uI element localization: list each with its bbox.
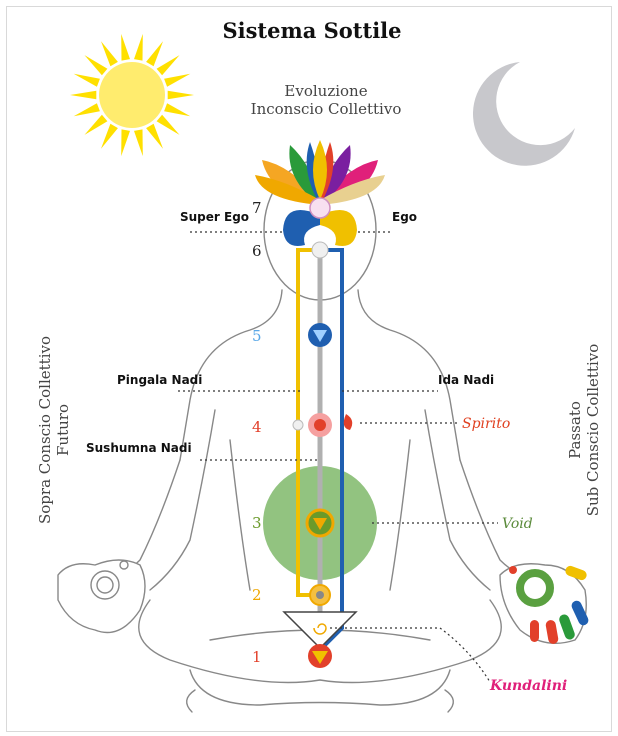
chakra-number-3: 3 bbox=[252, 514, 262, 532]
chakra-number-6: 6 bbox=[252, 242, 262, 260]
chakra-number-5: 5 bbox=[252, 327, 262, 345]
right-side-line2: Sub Conscio Collettivo bbox=[584, 344, 602, 517]
sun-ray bbox=[121, 129, 130, 156]
sun-ray bbox=[157, 115, 180, 135]
sahasrara-center bbox=[310, 198, 330, 218]
label-kundalini: Kundalini bbox=[489, 678, 567, 694]
page-title: Sistema Sottile bbox=[222, 18, 401, 43]
sun-ray bbox=[134, 34, 143, 61]
top-label-line1: Evoluzione bbox=[284, 82, 367, 100]
sun-ray bbox=[164, 103, 190, 116]
sun-ray bbox=[74, 103, 100, 116]
right-side-label: Passato Sub Conscio Collettivo bbox=[566, 344, 602, 517]
top-label-line2: Inconscio Collettivo bbox=[251, 100, 402, 118]
left-side-label: Sopra Conscio Collettivo Futuro bbox=[36, 336, 72, 524]
sun-ray bbox=[168, 91, 194, 100]
label-super-ego: Super Ego bbox=[180, 210, 249, 224]
right-side-line1: Passato bbox=[566, 401, 584, 459]
chakra-number-2: 2 bbox=[252, 586, 262, 604]
sun-ray bbox=[146, 41, 163, 66]
label-ida: Ida Nadi bbox=[438, 373, 494, 387]
sun-ray bbox=[157, 55, 180, 75]
chakra-swadishthan bbox=[310, 585, 330, 605]
left-side-line1: Sopra Conscio Collettivo bbox=[36, 336, 54, 524]
right-hand bbox=[500, 564, 590, 645]
sun-icon bbox=[70, 34, 194, 156]
chakra-anahat bbox=[308, 413, 332, 437]
left-hand bbox=[58, 560, 145, 633]
left-heart-point bbox=[293, 420, 303, 430]
sun-ray bbox=[85, 55, 108, 75]
sun-ray bbox=[101, 124, 118, 149]
label-ego: Ego bbox=[392, 210, 417, 224]
chakra-vishuddhi bbox=[308, 323, 332, 347]
sun-ray bbox=[85, 115, 108, 135]
sun-ray bbox=[164, 74, 190, 87]
chakra-nabhi bbox=[307, 510, 333, 536]
sun-ray bbox=[121, 34, 130, 61]
sun-ray bbox=[101, 41, 118, 66]
spirit-flame bbox=[344, 414, 353, 430]
sun-ray bbox=[134, 129, 143, 156]
left-side-line2: Futuro bbox=[54, 404, 72, 456]
label-spirito: Spirito bbox=[462, 416, 510, 432]
sun-ray bbox=[74, 74, 100, 87]
label-void: Void bbox=[502, 516, 533, 532]
sun-ray bbox=[146, 124, 163, 149]
chakra-number-4: 4 bbox=[252, 418, 262, 436]
sun-ray bbox=[70, 91, 96, 100]
moon-icon bbox=[473, 62, 575, 166]
label-pingala: Pingala Nadi bbox=[117, 373, 202, 387]
agnya-chakra bbox=[312, 242, 328, 258]
chakra-mooladhara bbox=[308, 644, 332, 668]
label-sushumna: Sushumna Nadi bbox=[86, 441, 192, 455]
lotus-icon bbox=[255, 140, 385, 205]
chakra-number-7: 7 bbox=[252, 199, 262, 217]
chakra-number-1: 1 bbox=[252, 648, 262, 666]
